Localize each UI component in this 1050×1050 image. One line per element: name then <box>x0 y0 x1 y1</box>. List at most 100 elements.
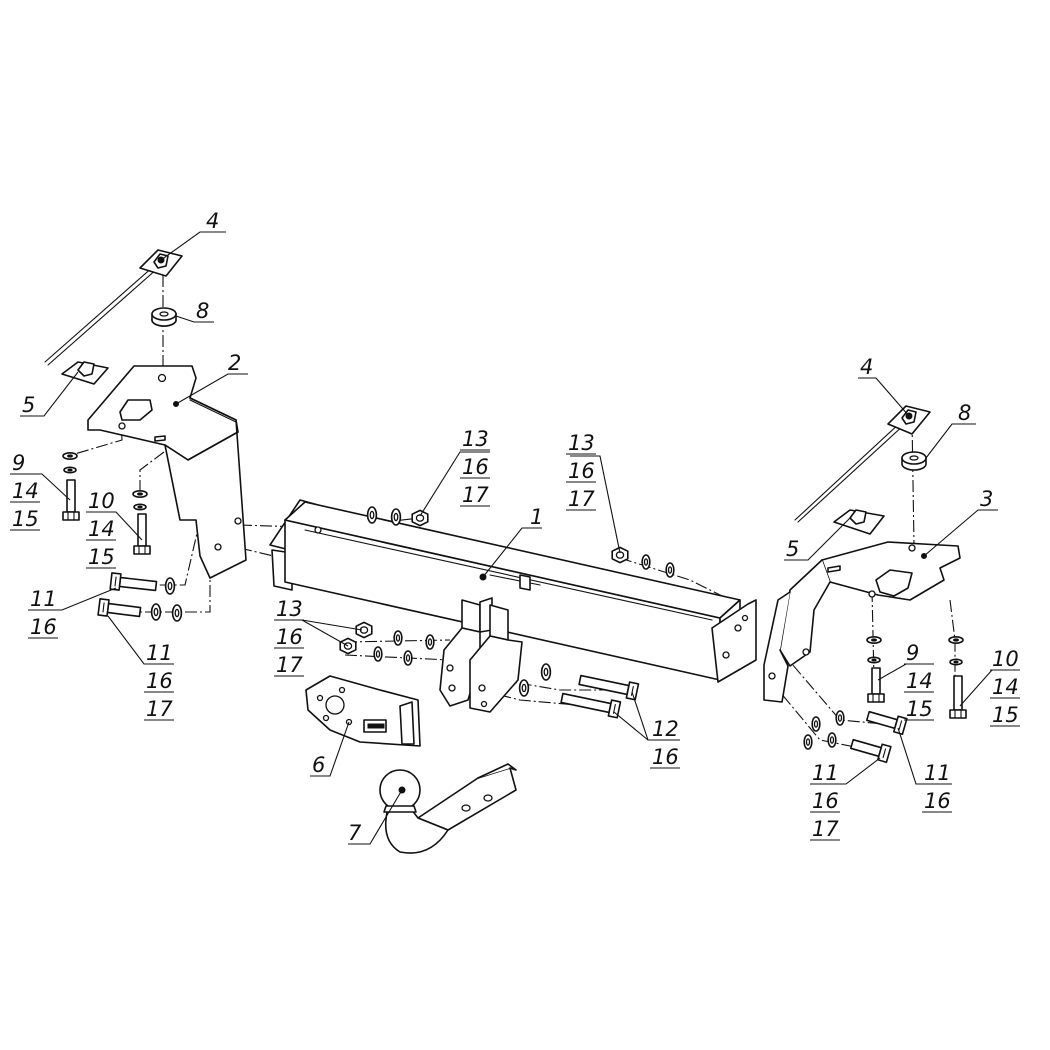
callout-number: 17 <box>568 487 595 511</box>
washer-left-9-a <box>62 452 78 460</box>
washer-left-11-b <box>150 603 162 621</box>
left-tapping-plate <box>44 249 183 366</box>
callout-number: 16 <box>462 455 489 479</box>
callout-number: 10 <box>992 647 1019 671</box>
socket-plate <box>305 675 421 747</box>
callout-stack-c11-right-b: 11 16 17 <box>810 761 840 841</box>
callout-number: 15 <box>906 697 933 721</box>
callout-number: 16 <box>924 789 951 813</box>
washer-left-11-c <box>171 604 183 622</box>
callout-number: 14 <box>88 517 115 541</box>
washer-left-9-b <box>63 466 77 474</box>
callout-number: 14 <box>12 479 39 503</box>
bolt-left-10 <box>133 513 151 555</box>
callout-number: 16 <box>652 745 679 769</box>
bolt-right-9 <box>867 667 885 703</box>
callout-stack-c9-left: 9 14 15 <box>10 451 40 531</box>
callout-part-7: 7 <box>348 821 362 845</box>
washer-left-10-a <box>132 490 148 498</box>
washer-right-11-b <box>835 710 845 726</box>
left-bracket <box>87 365 247 579</box>
washer-right-9-a <box>866 636 882 644</box>
callout-number: 11 <box>924 761 951 785</box>
callout-stack-c11-left-b: 11 16 17 <box>144 641 174 721</box>
callout-part-4-right: 4 <box>860 355 873 379</box>
callout-stack-c10-left: 10 14 15 <box>86 489 116 569</box>
stacked-callouts: 9141510141591415101415111611161711161116… <box>10 427 1020 841</box>
bolt-left-11-a <box>109 572 158 592</box>
bolt-right-11-b <box>849 738 892 764</box>
callout-labels: 1 2 3 4 4 5 5 6 7 8 8 <box>22 209 993 845</box>
tow-ball <box>379 763 517 854</box>
bolt-12-b <box>560 692 622 719</box>
callout-number: 17 <box>276 653 303 677</box>
callout-number: 17 <box>812 817 839 841</box>
callout-part-2: 2 <box>228 351 241 375</box>
bolt-right-11-a <box>865 710 908 736</box>
right-spacer-plate <box>833 509 885 535</box>
callout-number: 16 <box>812 789 839 813</box>
callout-number: 17 <box>146 697 173 721</box>
bolt-12-a <box>578 674 640 701</box>
callout-part-5-right: 5 <box>786 537 799 561</box>
callout-number: 15 <box>88 545 115 569</box>
callout-number: 9 <box>12 451 25 475</box>
nut-beam-13 <box>411 509 429 527</box>
washer-12-a <box>540 663 552 681</box>
bolt-right-10 <box>949 675 967 719</box>
callout-stack-c9-right: 9 14 15 <box>904 641 934 721</box>
washer-mid-13-b <box>665 562 675 578</box>
washer-beam-13-b <box>390 508 402 526</box>
cross-beam <box>269 499 757 713</box>
callout-stack-c13-left: 13 16 17 <box>274 597 304 677</box>
washer-left-13-d <box>403 650 413 666</box>
callout-part-8-left: 8 <box>196 299 209 323</box>
callout-part-8-right: 8 <box>958 401 971 425</box>
callout-number: 10 <box>88 489 115 513</box>
washer-left-13-c <box>373 646 383 662</box>
callout-number: 9 <box>906 641 919 665</box>
callout-number: 13 <box>276 597 303 621</box>
callout-number: 16 <box>568 459 595 483</box>
callout-stack-c10-right: 10 14 15 <box>990 647 1020 727</box>
callout-number: 14 <box>992 675 1019 699</box>
callout-number: 11 <box>146 641 173 665</box>
washer-right-11-c <box>803 734 813 750</box>
washer-right-11-d <box>827 732 837 748</box>
washer-12-b <box>518 679 530 697</box>
callout-number: 17 <box>462 483 489 507</box>
washer-left-13-a <box>393 630 403 646</box>
callout-number: 12 <box>652 717 679 741</box>
washer-mid-13-a <box>641 554 651 570</box>
callout-part-3: 3 <box>980 487 993 511</box>
callout-number: 11 <box>812 761 839 785</box>
callout-number: 16 <box>30 615 57 639</box>
callout-part-5-left: 5 <box>22 393 35 417</box>
fasteners-group <box>62 452 967 764</box>
washer-left-10-b <box>133 503 147 511</box>
bolt-left-11-b <box>97 598 142 618</box>
washer-right-10-a <box>948 636 964 644</box>
bolt-left-9 <box>62 479 80 521</box>
callout-number: 16 <box>276 625 303 649</box>
callout-part-1: 1 <box>530 505 543 529</box>
callout-number: 14 <box>906 669 933 693</box>
callout-part-4-left: 4 <box>206 209 219 233</box>
callout-number: 15 <box>12 507 39 531</box>
washer-left-13-b <box>425 634 435 650</box>
right-bracket <box>763 541 961 703</box>
callout-part-6: 6 <box>312 753 325 777</box>
callout-number: 16 <box>146 669 173 693</box>
left-bushing <box>151 307 177 327</box>
callout-number: 15 <box>992 703 1019 727</box>
washer-right-9-b <box>867 656 881 664</box>
nut-mid-13 <box>611 546 629 564</box>
washer-left-11-a <box>164 577 176 595</box>
washer-right-10-b <box>949 658 963 666</box>
